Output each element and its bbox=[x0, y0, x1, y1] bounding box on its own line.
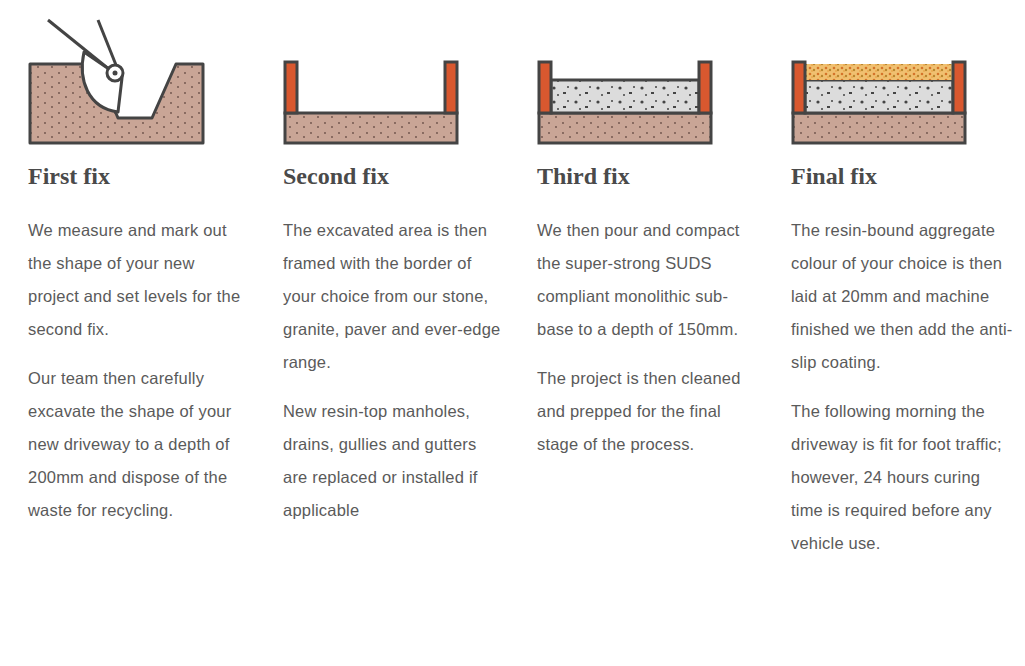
step-heading: Third fix bbox=[537, 160, 759, 192]
resin-layer-illustration bbox=[793, 62, 965, 143]
border-illustration bbox=[285, 62, 457, 143]
step-description: Our team then carefully excavate the sha… bbox=[28, 362, 250, 527]
step-heading: First fix bbox=[28, 160, 250, 192]
step-heading: Final fix bbox=[791, 160, 1013, 192]
step-description: The project is then cleaned and prepped … bbox=[537, 362, 759, 461]
step-column: Final fixThe resin-bound aggregate colou… bbox=[791, 160, 1013, 576]
excavation-illustration bbox=[30, 20, 203, 143]
step-column: First fix We measure and mark out the sha… bbox=[28, 160, 250, 543]
step-heading: Second fix bbox=[283, 160, 505, 192]
step-description: The following morning the driveway is fi… bbox=[791, 395, 1013, 560]
step-description: We measure and mark out the shape of you… bbox=[28, 214, 250, 346]
step-description: We then pour and compact the super-stron… bbox=[537, 214, 759, 346]
step-description: New resin-top manholes, drains, gullies … bbox=[283, 395, 505, 527]
step-column: Third fix We then pour and compact the su… bbox=[537, 160, 759, 477]
sub-base-illustration bbox=[539, 62, 711, 143]
step-description: The excavated area is then framed with t… bbox=[283, 214, 505, 379]
step-description: The resin-bound aggregate colour of your… bbox=[791, 214, 1013, 379]
step-column: Second fixThe excavated area is then fra… bbox=[283, 160, 505, 543]
